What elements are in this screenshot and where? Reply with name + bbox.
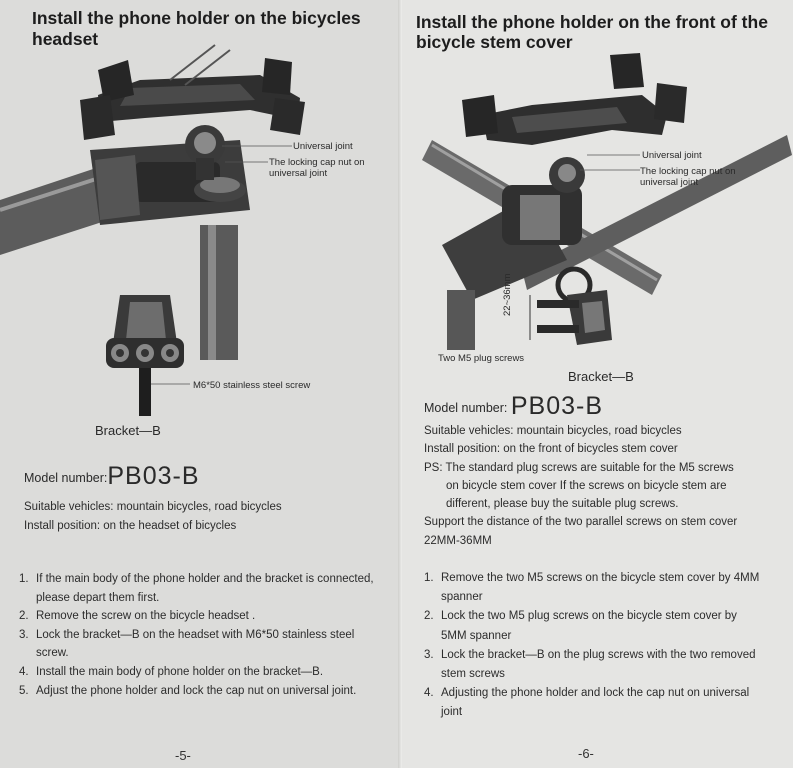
list-item: 4.Install the main body of phone holder … (19, 665, 324, 678)
model-prefix: Model number: (424, 401, 508, 415)
page-number: -5- (175, 748, 191, 763)
right-info: Suitable vehicles: mountain bicycles, ro… (424, 422, 737, 550)
info-line: 22MM-36MM (424, 534, 492, 547)
list-item: 3.Lock the bracket—B on the headset with… (19, 628, 355, 660)
right-page-title: Install the phone holder on the front of… (416, 12, 768, 52)
model-number: PB03-B (107, 462, 200, 490)
callout-dimension: 22~36mm (502, 273, 513, 316)
left-page-title: Install the phone holder on the bicycles… (32, 8, 361, 49)
callout-universal-joint: Universal joint (293, 141, 353, 152)
model-number: PB03-B (510, 392, 604, 420)
info-line: Support the distance of the two parallel… (424, 516, 738, 529)
model-prefix: Model number: (24, 471, 108, 485)
callout-locking-cap: The locking cap nut on universal joint (269, 157, 365, 179)
info-line: PS: The standard plug screws are suitabl… (424, 461, 734, 474)
left-steps: 1.If the main body of the phone holder a… (19, 570, 379, 700)
list-item: 3.Lock the bracket—B on the plug screws … (424, 648, 756, 681)
info-line: Suitable vehicles: mountain bicycles, ro… (24, 501, 282, 513)
info-line: different, please buy the suitable plug … (446, 498, 679, 511)
callout-locking-cap: The locking cap nut on universal joint (640, 166, 736, 188)
left-info: Suitable vehicles: mountain bicycles, ro… (24, 498, 282, 535)
right-steps: 1.Remove the two M5 screws on the bicycl… (424, 569, 764, 723)
list-item: 5.Adjust the phone holder and lock the c… (19, 684, 357, 697)
callout-plug-screws: Two M5 plug screws (438, 353, 525, 364)
list-item: 1.If the main body of the phone holder a… (19, 573, 374, 604)
stem-mount-illustration (422, 53, 792, 350)
list-item: 4.Adjusting the phone holder and lock th… (424, 687, 750, 719)
callout-universal-joint: Universal joint (642, 150, 702, 161)
model-number-line: Model number:PB03-B (24, 462, 200, 491)
headset-mount-illustration (0, 44, 305, 416)
list-item: 1.Remove the two M5 screws on the bicycl… (424, 572, 760, 604)
bracket-label: Bracket—B (95, 423, 161, 438)
info-line: on bicycle stem cover If the screws on b… (446, 479, 727, 492)
right-page: Install the phone holder on the front of… (402, 0, 793, 768)
model-number-line: Model number: PB03-B (424, 392, 603, 421)
info-line: Suitable vehicles: mountain bicycles, ro… (424, 425, 682, 437)
bracket-label: Bracket—B (568, 369, 634, 384)
list-item: 2.Lock the two M5 plug screws on the bic… (424, 610, 737, 642)
info-line: Install position: on the front of bicycl… (424, 443, 678, 456)
left-page: Install the phone holder on the bicycles… (0, 8, 379, 763)
list-item: 2.Remove the screw on the bicycle headse… (19, 610, 256, 623)
page-number: -6- (578, 746, 594, 761)
callout-screw: M6*50 stainless steel screw (193, 380, 311, 391)
info-line: Install position: on the headset of bicy… (24, 519, 237, 532)
